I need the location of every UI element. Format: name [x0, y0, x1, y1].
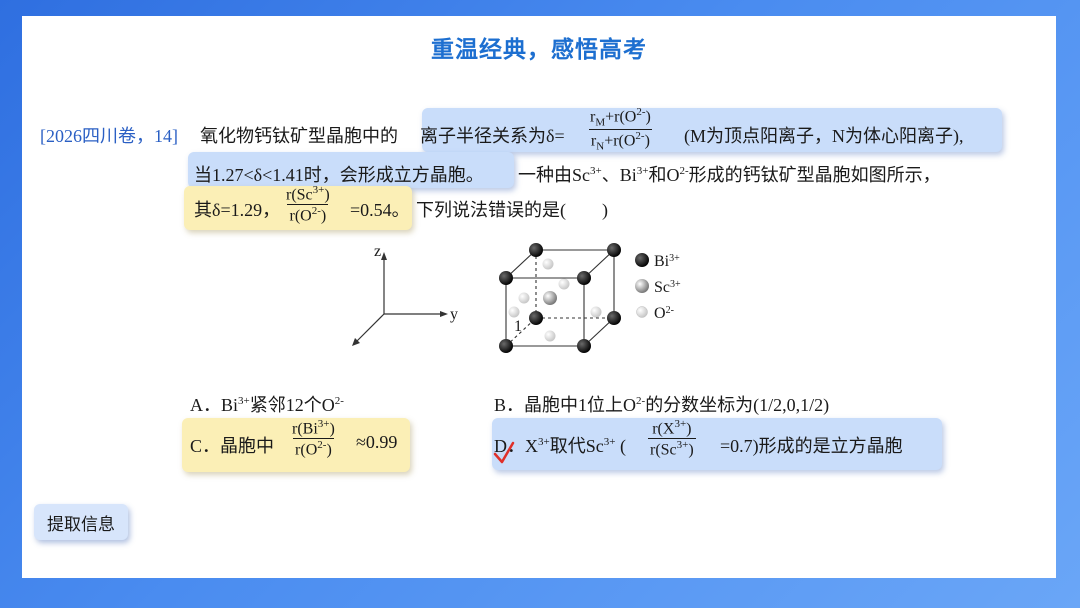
legend-sc3-swatch [635, 279, 649, 293]
coordinate-axes: z y x [352, 243, 458, 346]
highlight-option-d [492, 418, 942, 470]
legend-o2-swatch [636, 306, 648, 318]
legend-bi3-label: Bi3+ [654, 253, 680, 271]
legend-sc3-label: Sc3+ [654, 279, 681, 297]
fraction-denominator: r(O2-) [287, 204, 329, 225]
fraction-denominator: rN+r(O2-) [588, 128, 652, 153]
o2-ions [508, 258, 602, 342]
o2-ion [590, 306, 602, 318]
bi3-ion [529, 311, 543, 325]
question-line3-a: 其δ=1.29， [194, 200, 281, 220]
fraction-numerator: r(Sc3+) [286, 184, 330, 204]
option-d-prefix[interactable]: D．X3+取代Sc3+ ( [494, 436, 626, 456]
question-line1-b: 离子半径关系为δ= [420, 126, 565, 146]
fraction-denominator: r(O2-) [293, 438, 334, 459]
question-source: [2026四川卷，14] [40, 126, 178, 146]
legend-o2-label: O2- [654, 305, 674, 323]
o2-ion [518, 292, 530, 304]
option-a[interactable]: A．Bi3+紧邻12个O2- [190, 395, 344, 415]
axis-y-label: y [450, 306, 458, 323]
site-1-label: 1 [514, 318, 522, 335]
o2-ion [542, 258, 554, 270]
crystal-cell-figure: z y x [352, 243, 681, 353]
option-d-fraction: r(X3+) r(Sc3+) [648, 418, 696, 460]
option-d-suffix: =0.7)形成的是立方晶胞 [720, 436, 903, 456]
question-line2-b: 一种由Sc3+、Bi3+和O2-形成的钙钛矿型晶胞如图所示， [518, 165, 941, 185]
bi3-ion [607, 243, 621, 257]
option-b[interactable]: B．晶胞中1位上O2-的分数坐标为(1/2,0,1/2) [494, 395, 830, 415]
extract-info-button[interactable]: 提取信息 [34, 504, 128, 540]
legend-bi3-swatch [635, 253, 649, 267]
question-line1-c: (M为顶点阳离子，N为体心阳离子), [684, 126, 964, 146]
bi3-ion [529, 243, 543, 257]
option-c-suffix: ≈0.99 [356, 432, 398, 452]
question-line2-a: 当1.27<δ<1.41时，会形成立方晶胞。 [194, 165, 484, 185]
check-mark-icon [493, 441, 515, 464]
highlight-option-c [182, 418, 410, 472]
page-title: 重温经典，感悟高考 [431, 37, 647, 63]
highlight-condition [188, 152, 514, 188]
bi3-ion [499, 339, 513, 353]
figure-legend: Bi3+ Sc3+ O2- [635, 253, 681, 323]
bi3-ion [577, 271, 591, 285]
bi3-ion [607, 311, 621, 325]
bi3-ion [499, 271, 513, 285]
question-line3-c: 下列说法错误的是( ) [416, 200, 608, 220]
option-c-prefix[interactable]: C．晶胞中 [190, 436, 275, 456]
sc-o-ratio-fraction: r(Sc3+) r(O2-) [284, 184, 332, 226]
fraction-numerator: r(Bi3+) [292, 418, 335, 438]
question-line1-a: 氧化物钙钛矿型晶胞中的 [200, 126, 398, 146]
axis-z-label: z [374, 243, 381, 260]
o2-ion [544, 330, 556, 342]
o2-ion [558, 278, 570, 290]
fraction-numerator: rM+r(O2-) [590, 106, 651, 129]
sc3-ion [543, 291, 557, 305]
o2-ion [508, 306, 520, 318]
bi3-ion [577, 339, 591, 353]
highlight-relation [422, 108, 1002, 152]
radius-ratio-fraction: rM+r(O2-) rN+r(O2-) [588, 106, 653, 152]
fraction-numerator: r(X3+) [652, 418, 692, 438]
highlight-delta [184, 186, 412, 230]
fraction-denominator: r(Sc3+) [648, 438, 696, 459]
bi3-ions [499, 243, 621, 353]
option-c-fraction: r(Bi3+) r(O2-) [290, 418, 337, 460]
question-line3-b: =0.54。 [350, 200, 410, 220]
slide: 重温经典，感悟高考 [2026四川卷，14] 氧化物钙钛矿型晶胞中的 离子半径关… [22, 16, 1056, 578]
